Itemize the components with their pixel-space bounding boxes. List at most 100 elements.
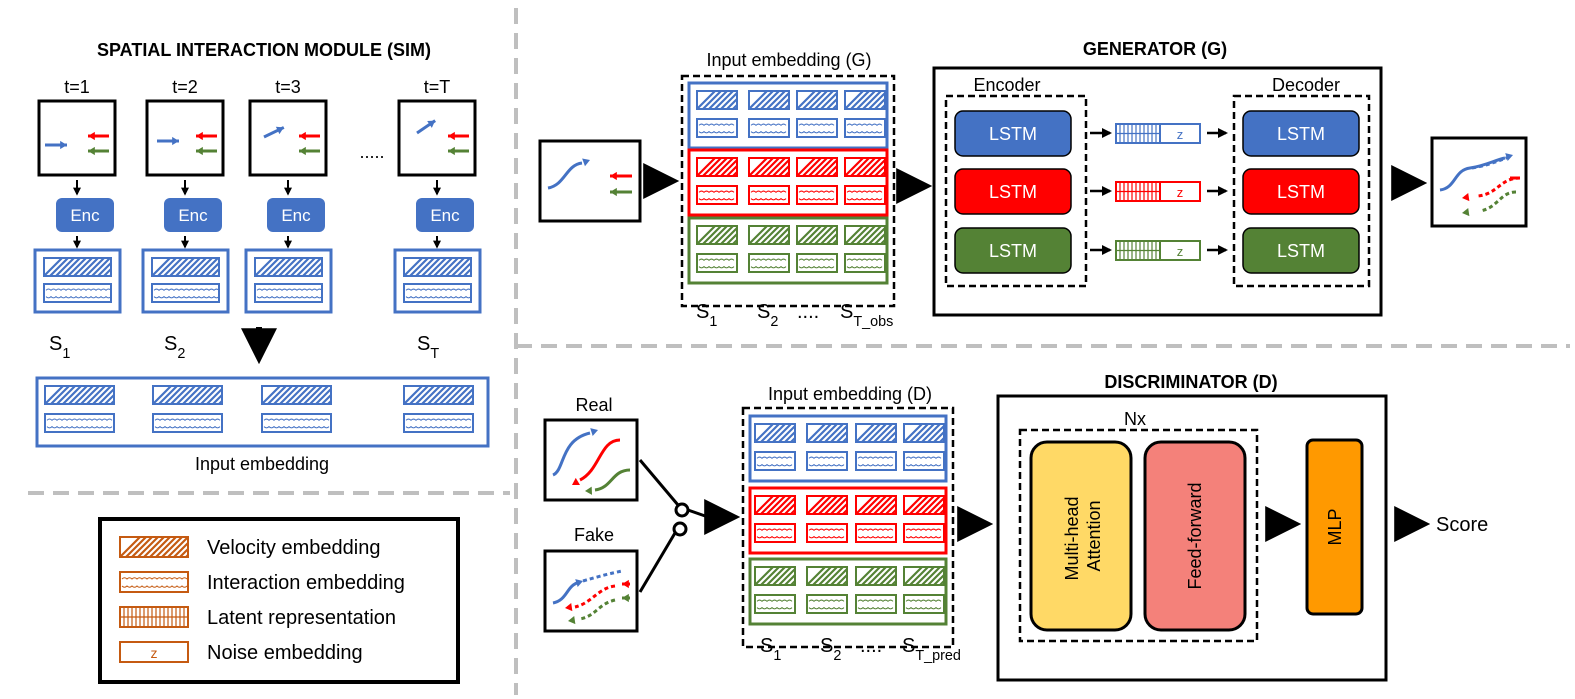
lstm-label: LSTM	[1277, 182, 1325, 202]
interaction-cell	[403, 413, 474, 433]
interaction-cell	[44, 413, 115, 433]
state-label: S1	[49, 333, 70, 362]
velocity-hatch	[903, 495, 945, 515]
velocity-hatch	[806, 423, 848, 443]
attention-block	[1029, 440, 1133, 632]
fake-label: Fake	[574, 525, 614, 545]
sim-frame	[248, 99, 328, 177]
repeat-block	[1018, 428, 1259, 643]
velocity-hatch	[754, 495, 796, 515]
velocity-hatch	[844, 157, 886, 177]
velocity-hatch	[855, 423, 897, 443]
interaction-texture	[798, 258, 835, 269]
interaction-cell	[152, 413, 223, 433]
real-trajectory-frame	[543, 418, 639, 502]
feedforward-label: Feed-forward	[1185, 482, 1205, 589]
interaction-texture	[808, 528, 845, 539]
interaction-texture	[698, 190, 735, 201]
feedforward-block	[1143, 440, 1247, 632]
sim-frame	[145, 99, 225, 177]
fake-red-head-head	[622, 579, 629, 589]
interaction-cell	[151, 283, 220, 303]
real-blue	[552, 431, 591, 477]
velocity-hatch	[403, 257, 472, 277]
interaction-cell	[748, 185, 790, 205]
decoder-lstm	[1242, 110, 1360, 157]
encoder-lstm	[954, 110, 1072, 157]
interaction-texture	[857, 599, 894, 610]
interaction-texture	[756, 528, 793, 539]
real-red	[579, 438, 621, 482]
interaction-texture	[905, 528, 942, 539]
generator-input-embedding-label: Input embedding (G)	[706, 50, 871, 70]
generator-output-frame	[1430, 136, 1528, 228]
predicted-green	[1479, 190, 1517, 213]
real-red-head	[572, 477, 580, 485]
velocity-hatch	[696, 225, 738, 245]
interaction-texture	[698, 258, 735, 269]
interaction-cell	[754, 451, 796, 471]
predicted-red-head	[1462, 192, 1470, 202]
interaction-cell	[696, 185, 738, 205]
noise-cell	[1159, 123, 1201, 144]
latent-grid	[1116, 182, 1160, 201]
interaction-cell	[696, 118, 738, 138]
fake-red-head	[565, 602, 573, 612]
generator-title: GENERATOR (G)	[1083, 39, 1227, 59]
interaction-cell	[806, 523, 848, 543]
real-green	[594, 468, 631, 492]
encoder-label: Enc	[430, 206, 460, 225]
velocity-hatch	[903, 423, 945, 443]
timestep-label: t=2	[172, 77, 198, 97]
predicted-red	[1477, 176, 1521, 198]
encoder-label: Encoder	[973, 75, 1040, 95]
agent-green-arrow-head	[88, 146, 95, 156]
encoder-block	[267, 198, 325, 232]
velocity-hatch	[796, 225, 838, 245]
noise-cell	[1159, 181, 1201, 202]
sim-section: SPATIAL INTERACTION MODULE (SIM) t=1Enct…	[33, 40, 490, 474]
interaction-cell	[855, 594, 897, 614]
interaction-texture	[698, 123, 735, 134]
interaction-texture	[798, 123, 835, 134]
interaction-texture	[263, 418, 330, 429]
fake-blue-dashed	[582, 569, 623, 583]
interaction-cell	[855, 451, 897, 471]
fake-green	[579, 598, 616, 621]
interaction-cell	[806, 451, 848, 471]
velocity-hatch	[696, 90, 738, 110]
interaction-cell	[806, 594, 848, 614]
encoder-box	[944, 94, 1088, 288]
lstm-label: LSTM	[989, 182, 1037, 202]
agent-blue-trajectory	[547, 161, 583, 190]
agent-blue-arrow-head	[60, 140, 67, 150]
interaction-cell	[796, 185, 838, 205]
interaction-texture	[750, 190, 787, 201]
encoder-label: Enc	[281, 206, 311, 225]
sim-ellipsis: .....	[359, 142, 384, 162]
interaction-cell	[748, 118, 790, 138]
step-label: S2	[757, 301, 778, 330]
velocity-hatch	[152, 385, 223, 405]
interaction-cell	[119, 571, 189, 593]
interaction-texture	[846, 123, 883, 134]
velocity-hatch	[806, 495, 848, 515]
agent-green-arrow-head	[299, 146, 306, 156]
velocity-hatch	[748, 157, 790, 177]
real-green-head	[585, 486, 593, 495]
repeat-label: Nx	[1124, 409, 1146, 429]
latent-grid	[1116, 241, 1160, 260]
section-dividers	[28, 8, 1570, 695]
noise-glyph: z	[151, 645, 158, 661]
fake-trajectory-frame	[543, 549, 639, 633]
legend-item-label: Noise embedding	[207, 642, 363, 664]
velocity-hatch	[44, 385, 115, 405]
interaction-cell	[696, 253, 738, 273]
decoder-lstm	[1242, 168, 1360, 215]
interaction-cell	[261, 413, 332, 433]
attention-label: Multi-head Attention	[1062, 491, 1104, 580]
velocity-hatch	[754, 566, 796, 586]
velocity-hatch	[151, 257, 220, 277]
score-label: Score	[1436, 514, 1488, 536]
